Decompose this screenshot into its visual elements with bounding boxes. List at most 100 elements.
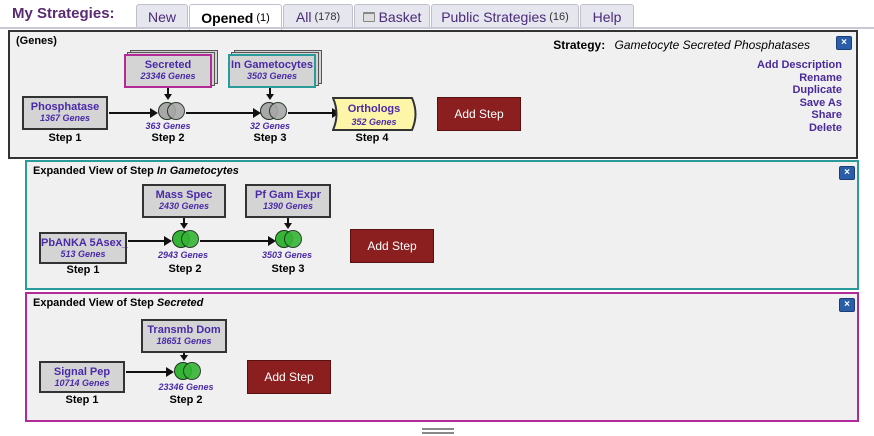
tab-all-count: (178): [314, 10, 341, 23]
connector: [183, 218, 185, 224]
arrow-down-icon: [266, 94, 274, 100]
strategy-title-prefix: Strategy:: [553, 38, 606, 52]
strategy-title: Strategy: Gametocyte Secreted Phosphatas…: [553, 38, 810, 52]
step-result-count[interactable]: 23346 Genes: [158, 382, 214, 392]
tab-all[interactable]: All (178): [283, 4, 353, 28]
connector: [126, 371, 168, 373]
connector: [109, 112, 151, 114]
venn-intersect-icon[interactable]: [275, 230, 303, 248]
step-name: Secreted: [144, 59, 192, 71]
step-count: 1367 Genes: [39, 113, 91, 123]
step-name: Signal Pep: [53, 366, 111, 378]
step-name: Orthologs: [347, 103, 401, 115]
tab-basket[interactable]: Basket: [354, 4, 430, 28]
step-in-gametocytes[interactable]: In Gametocytes 3503 Genes: [228, 54, 316, 88]
step-result-count[interactable]: 32 Genes: [249, 121, 291, 131]
add-step-button[interactable]: Add Step: [437, 97, 521, 131]
connector: [269, 88, 271, 96]
step-count: 2430 Genes: [158, 201, 210, 211]
step-count: 18651 Genes: [156, 336, 212, 346]
tab-public-strategies[interactable]: Public Strategies (16): [431, 4, 579, 28]
add-step-button[interactable]: Add Step: [350, 229, 434, 263]
venn-intersect-icon[interactable]: [174, 362, 202, 380]
strategy-tab-bar: My Strategies: New Opened (1) All (178) …: [0, 0, 874, 30]
step-pf-gam-expr[interactable]: Pf Gam Expr 1390 Genes: [245, 184, 331, 218]
strategy-actions: Add Description Rename Duplicate Save As…: [757, 59, 842, 134]
step-name: Transmb Dom: [147, 324, 221, 336]
step-label: Step 4: [355, 132, 389, 144]
tab-help-label: Help: [592, 8, 622, 25]
step-label: Step 1: [48, 132, 82, 144]
tab-help[interactable]: Help: [580, 4, 634, 28]
strategy-record-type: (Genes): [16, 35, 57, 47]
step-count: 3503 Genes: [246, 71, 298, 81]
venn-intersect-icon[interactable]: [172, 230, 200, 248]
arrow-down-icon: [180, 355, 188, 361]
expanded-view-title: Expanded View of Step Secreted: [33, 297, 204, 309]
venn-intersect-icon[interactable]: [158, 102, 186, 120]
expanded-view-gametocytes: Expanded View of Step In Gametocytes × P…: [25, 160, 859, 290]
tab-opened-count: (1): [256, 11, 270, 24]
tab-opened[interactable]: Opened (1): [189, 4, 282, 30]
step-orthologs[interactable]: Orthologs 352 Genes: [331, 97, 420, 131]
step-label: Step 2: [151, 132, 185, 144]
step-secreted[interactable]: Secreted 23346 Genes: [124, 54, 212, 88]
transform-step-shape: [331, 97, 417, 131]
connector: [288, 112, 334, 114]
connector: [287, 218, 289, 224]
step-label: Step 1: [65, 394, 99, 406]
step-result-count[interactable]: 3503 Genes: [261, 250, 313, 260]
rename-link[interactable]: Rename: [799, 71, 842, 84]
tab-basket-label: Basket: [378, 8, 422, 25]
tab-opened-label: Opened: [201, 9, 254, 26]
tab-all-label: All: [295, 8, 312, 25]
step-label: Step 3: [253, 132, 287, 144]
add-step-button[interactable]: Add Step: [247, 360, 331, 394]
step-transmb-dom[interactable]: Transmb Dom 18651 Genes: [141, 319, 227, 353]
tab-new-label: New: [147, 8, 176, 25]
step-label: Step 1: [66, 264, 100, 276]
tab-public-count: (16): [549, 10, 569, 23]
step-count: 10714 Genes: [54, 378, 110, 388]
step-result-count[interactable]: 363 Genes: [145, 121, 191, 131]
save-as-link[interactable]: Save As: [799, 96, 842, 109]
step-result-count[interactable]: 2943 Genes: [157, 250, 209, 260]
arrow-right-icon: [150, 108, 158, 118]
arrow-right-icon: [164, 236, 172, 246]
close-icon[interactable]: ×: [839, 166, 855, 180]
arrow-right-icon: [268, 236, 276, 246]
connector: [186, 112, 254, 114]
step-phosphatase[interactable]: Phosphatase 1367 Genes: [22, 96, 108, 130]
add-description-link[interactable]: Add Description: [757, 59, 842, 71]
arrow-down-icon: [284, 223, 292, 229]
step-pbanka-5asex[interactable]: PbANKA 5Asex_ 513 Genes: [39, 232, 129, 264]
step-label: Step 3: [271, 263, 305, 275]
step-label: Step 2: [168, 263, 202, 275]
strategy-panel: (Genes) Strategy: Gametocyte Secreted Ph…: [8, 30, 858, 159]
step-name: PbANKA 5Asex_: [41, 237, 129, 249]
venn-intersect-icon[interactable]: [260, 102, 288, 120]
tab-public-label: Public Strategies: [441, 8, 547, 25]
arrow-down-icon: [180, 223, 188, 229]
step-name: Mass Spec: [155, 189, 213, 201]
tab-new[interactable]: New: [136, 4, 188, 28]
expanded-view-secreted: Expanded View of Step Secreted × Signal …: [25, 292, 859, 422]
step-name: Pf Gam Expr: [254, 189, 322, 201]
expanded-view-title: Expanded View of Step In Gametocytes: [33, 165, 239, 177]
resize-handle[interactable]: [422, 428, 454, 434]
step-signal-pep[interactable]: Signal Pep 10714 Genes: [39, 361, 125, 393]
delete-link[interactable]: Delete: [808, 121, 842, 134]
close-icon[interactable]: ×: [836, 36, 852, 50]
share-link[interactable]: Share: [811, 109, 842, 121]
step-count: 1390 Genes: [262, 201, 314, 211]
close-icon[interactable]: ×: [839, 298, 855, 312]
tab-bar-divider: [0, 27, 874, 29]
arrow-right-icon: [253, 108, 261, 118]
basket-icon: [362, 11, 375, 22]
duplicate-link[interactable]: Duplicate: [792, 84, 842, 96]
step-mass-spec[interactable]: Mass Spec 2430 Genes: [142, 184, 226, 218]
my-strategies-heading: My Strategies:: [12, 5, 115, 22]
arrow-right-icon: [166, 367, 174, 377]
step-name: Phosphatase: [30, 101, 100, 113]
connector: [167, 88, 169, 96]
